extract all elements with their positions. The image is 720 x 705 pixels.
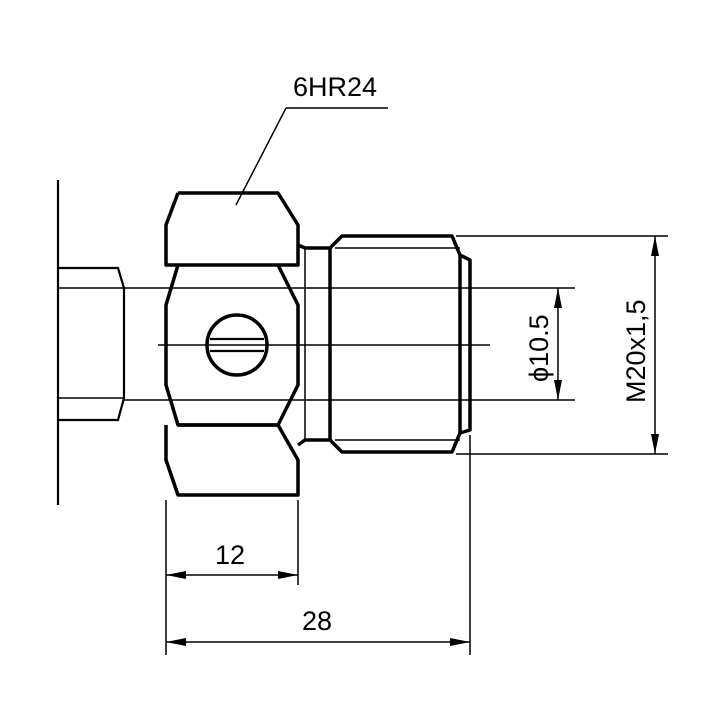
overall-length-dimension — [166, 435, 471, 655]
neck — [296, 243, 332, 447]
thread-dimension — [456, 235, 668, 455]
threaded-body — [328, 234, 472, 454]
bore-lines — [124, 287, 575, 401]
hex-nut — [164, 191, 300, 497]
overall-length-label: 28 — [302, 606, 332, 636]
hex-label: 6HR24 — [293, 72, 377, 102]
thread-label: M20x1,5 — [621, 299, 651, 403]
hex-length-dimension — [165, 500, 299, 655]
hex-leader — [235, 107, 388, 206]
mating-part — [56, 180, 126, 505]
hex-length-label: 12 — [215, 540, 245, 570]
bore-label: ϕ10.5 — [524, 314, 554, 382]
